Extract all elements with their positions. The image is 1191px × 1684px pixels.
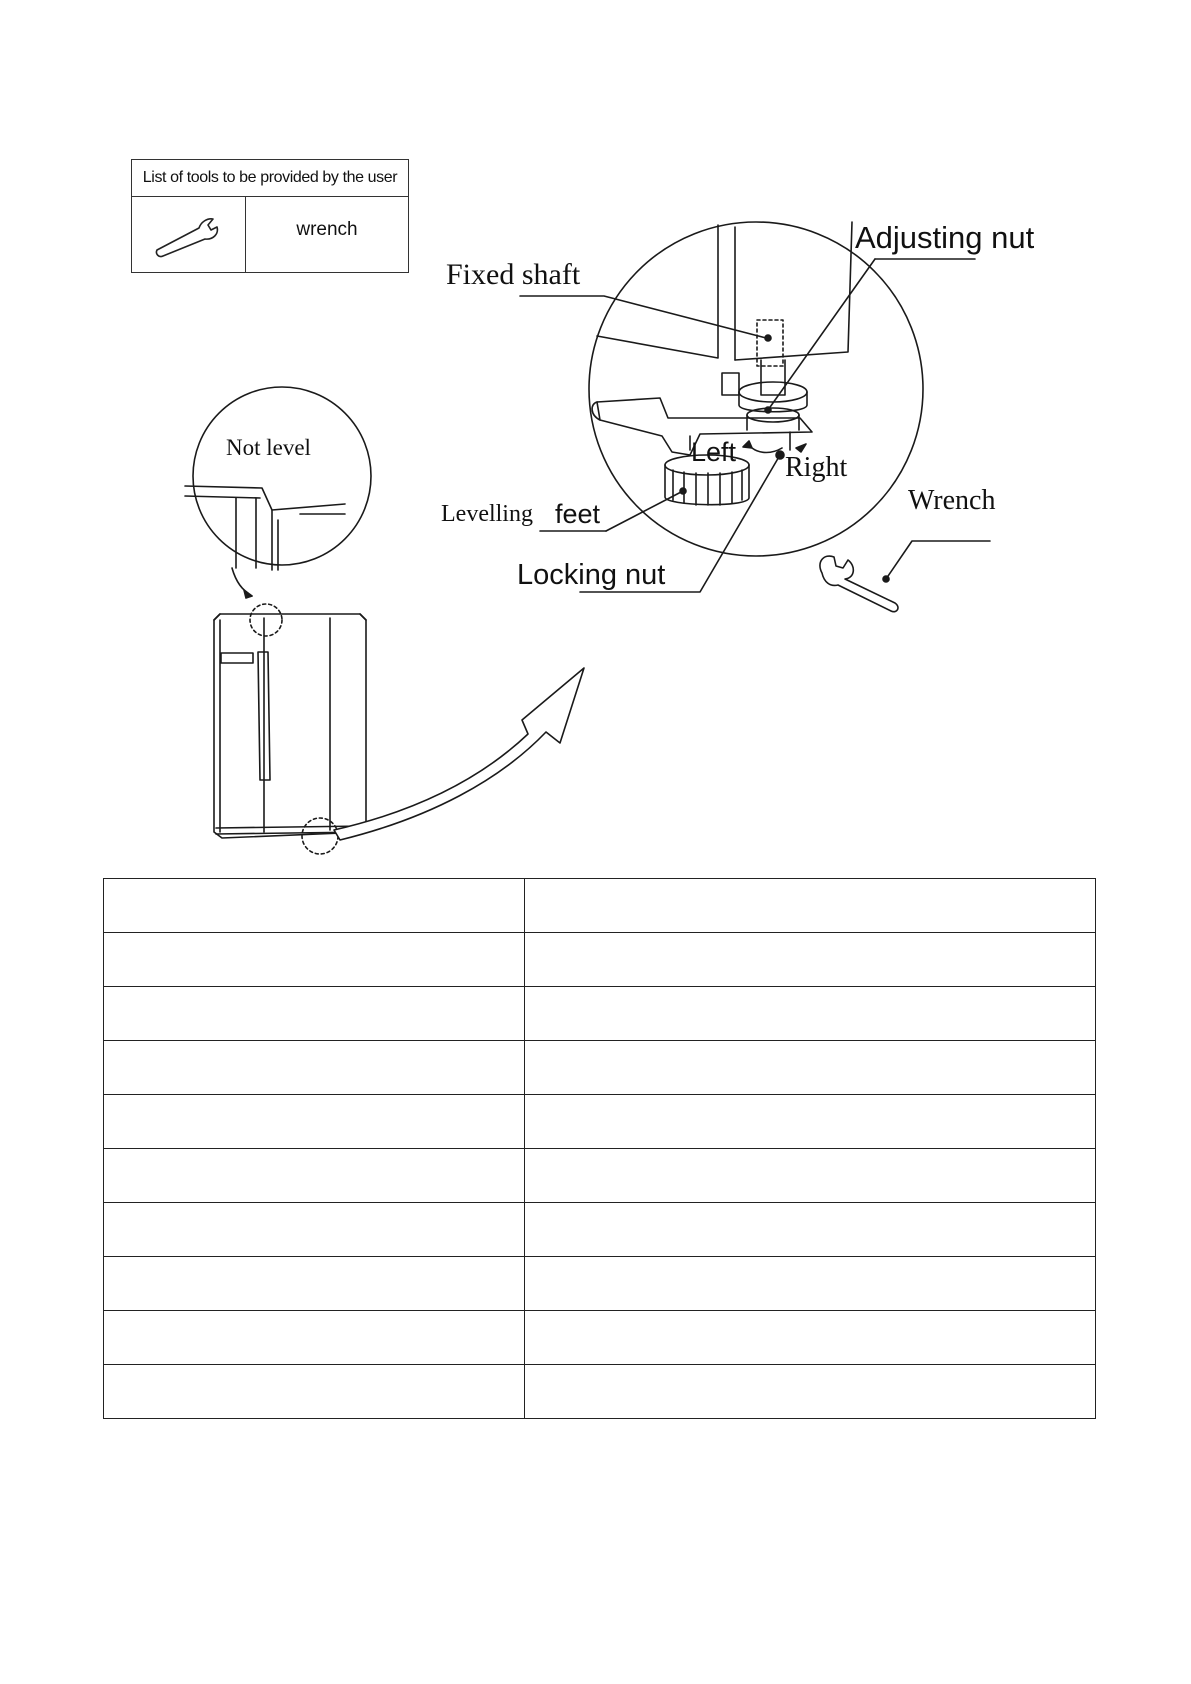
- table-cell: [524, 1364, 1096, 1419]
- table-row: [103, 1148, 1096, 1203]
- table-cell: [103, 1256, 525, 1311]
- table-cell: [524, 932, 1096, 987]
- table-row: [103, 1256, 1096, 1311]
- wrench-icon-cell: [132, 197, 246, 273]
- table-cell: [524, 1094, 1096, 1149]
- magnified-view-circle: [588, 221, 924, 557]
- table-cell: [103, 986, 525, 1041]
- table-cell: [524, 1040, 1096, 1095]
- table-cell: [103, 878, 525, 933]
- table-row: [103, 986, 1096, 1041]
- spec-table: [103, 878, 1096, 1419]
- left-label: Left: [691, 437, 737, 467]
- table-row: [103, 932, 1096, 987]
- table-cell: [103, 932, 525, 987]
- table-cell: [103, 1094, 525, 1149]
- table-cell: [524, 1256, 1096, 1311]
- levelling-label: Levelling: [441, 501, 533, 527]
- table-cell: [524, 878, 1096, 933]
- not-level-label: Not level: [226, 435, 311, 460]
- table-cell: [103, 1364, 525, 1419]
- tools-list-box: List of tools to be provided by the user…: [131, 159, 409, 273]
- levelling-diagram: [184, 221, 991, 855]
- not-level-circle: [192, 386, 372, 566]
- table-cell: [524, 1310, 1096, 1365]
- wrench-label: Wrench: [908, 485, 996, 516]
- table-row: [103, 1310, 1096, 1365]
- table-cell: [103, 1202, 525, 1257]
- table-row: [103, 1364, 1096, 1419]
- table-cell: [103, 1040, 525, 1095]
- locking-nut-label: Locking nut: [517, 559, 666, 591]
- table-row: [103, 878, 1096, 933]
- table-cell: [103, 1148, 525, 1203]
- tools-list-row: wrench: [132, 197, 408, 273]
- table-cell: [524, 1148, 1096, 1203]
- table-cell: [524, 1202, 1096, 1257]
- tools-list-header: List of tools to be provided by the user: [132, 160, 408, 197]
- table-cell: [524, 986, 1096, 1041]
- table-row: [103, 1040, 1096, 1095]
- table-row: [103, 1202, 1096, 1257]
- right-label: Right: [785, 452, 848, 483]
- adjusting-nut-label: Adjusting nut: [855, 220, 1035, 255]
- table-row: [103, 1094, 1096, 1149]
- table-cell: [103, 1310, 525, 1365]
- tool-name: wrench: [296, 219, 358, 240]
- fixed-shaft-label: Fixed shaft: [446, 258, 581, 291]
- wrench-icon: [155, 218, 218, 258]
- feet-label: feet: [555, 499, 601, 529]
